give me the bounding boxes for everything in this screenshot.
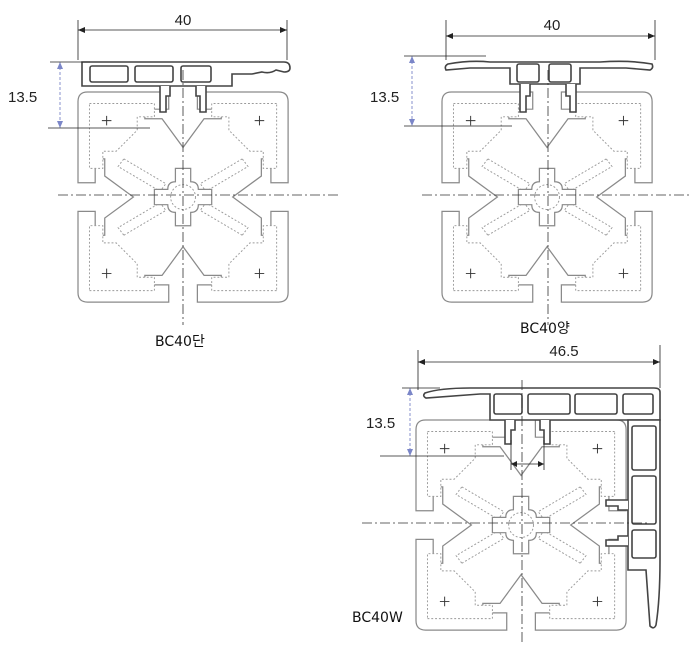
figure-bc40-single: 40 13.5 BC40단 [8, 12, 338, 350]
caption: BC40단 [155, 334, 205, 350]
figure-bc40-double: 40 13.5 BC40양 [370, 17, 690, 337]
width-label: 40 [175, 12, 192, 29]
width-label: 46.5 [549, 343, 578, 360]
cover-strip-double [444, 60, 654, 113]
height-label: 13.5 [370, 89, 399, 106]
caption: BC40양 [520, 321, 570, 337]
cover-strip-wide [422, 387, 661, 629]
figure-bc40w: 46.5 13.5 BC40W [352, 343, 661, 645]
width-label: 40 [544, 17, 561, 34]
height-label: 13.5 [366, 415, 395, 432]
height-label: 13.5 [8, 89, 37, 106]
cover-strip-single [81, 61, 291, 113]
caption: BC40W [352, 610, 403, 626]
